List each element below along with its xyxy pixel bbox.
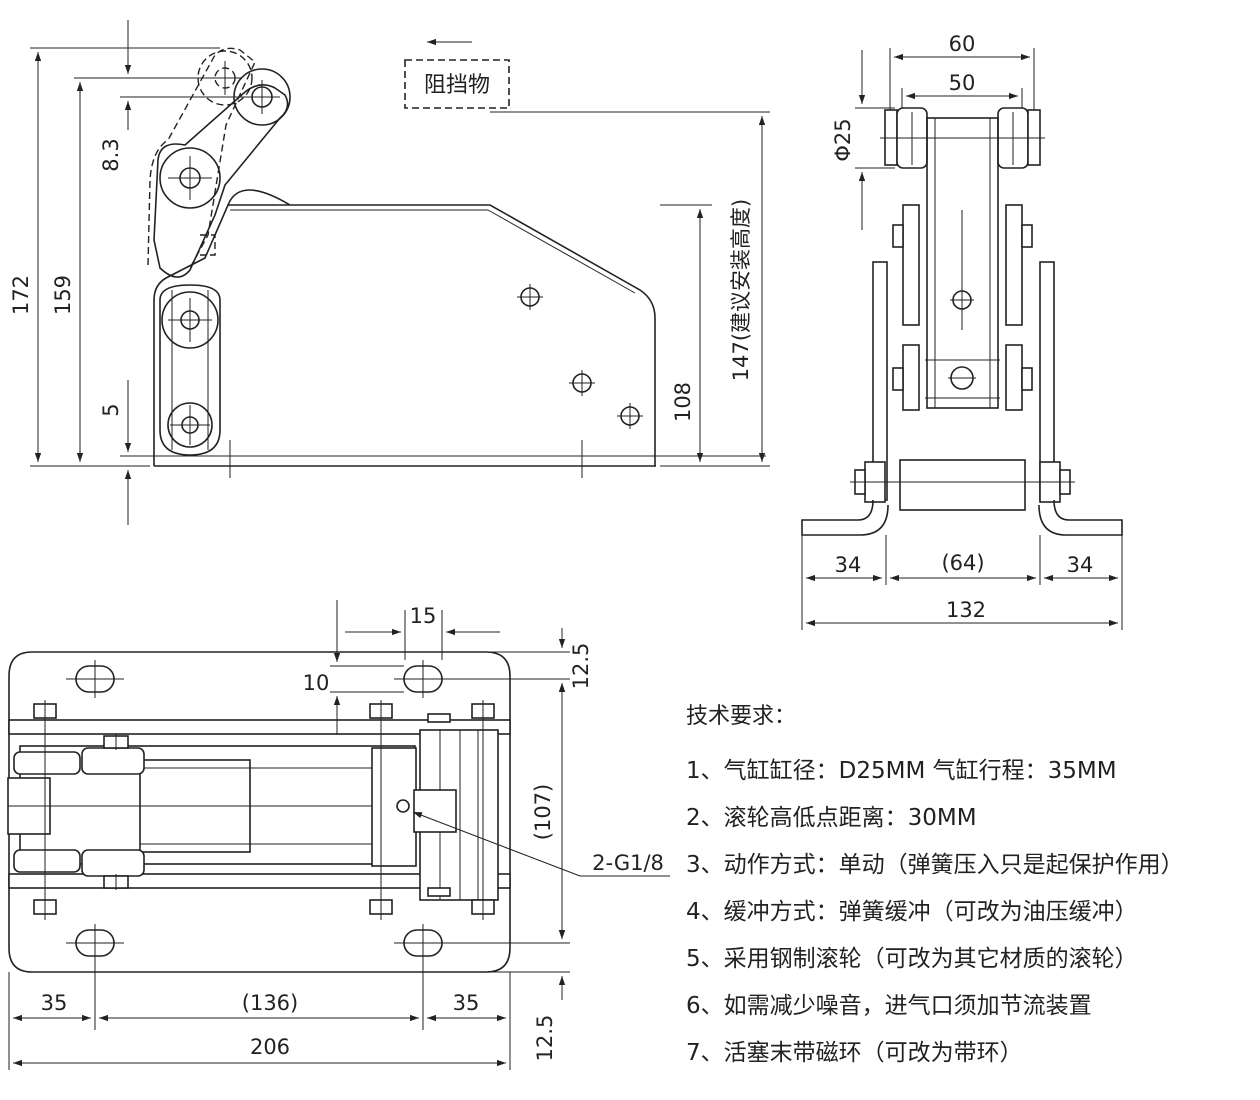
note-item: 3、动作方式：单动（弹簧压入只是起保护作用） — [686, 852, 1184, 878]
note-item: 1、气缸缸径：D25MM 气缸行程：35MM — [686, 758, 1117, 784]
notes-title: 技术要求： — [686, 704, 797, 729]
note-item: 6、如需减少噪音，进气口须加节流装置 — [686, 993, 1092, 1019]
dim-8-3: 8.3 — [99, 138, 123, 171]
dim-12-5-top: 12.5 — [569, 643, 593, 690]
obstacle-label: 阻挡物 — [424, 73, 490, 98]
dim-107: (107) — [531, 784, 555, 840]
dim-172: 172 — [9, 275, 33, 315]
dim-60: 60 — [949, 32, 976, 56]
dim-35-right: 35 — [453, 991, 480, 1015]
dim-15: 15 — [410, 604, 437, 628]
port-label: 2-G1/8 — [592, 851, 664, 875]
dim-132: 132 — [946, 598, 986, 622]
dim-64: (64) — [941, 551, 984, 575]
dim-159: 159 — [51, 275, 75, 315]
note-item: 5、采用钢制滚轮（可改为其它材质的滚轮） — [686, 946, 1138, 972]
note-item: 4、缓冲方式：弹簧缓冲（可改为油压缓冲） — [686, 899, 1138, 925]
dim-5: 5 — [99, 403, 123, 416]
dim-136: (136) — [242, 991, 298, 1015]
dim-35-left: 35 — [41, 991, 68, 1015]
dim-10: 10 — [303, 671, 330, 695]
dim-phi25: Φ25 — [831, 118, 855, 161]
front-view: 阻挡物 172 159 8.3 5 108 147(建议安装高度) — [9, 20, 770, 525]
dim-34-left: 34 — [835, 553, 862, 577]
dim-12-5-bottom: 12.5 — [533, 1015, 557, 1062]
dim-147-install-height: 147(建议安装高度) — [729, 199, 753, 381]
bolt-heads — [33, 700, 495, 920]
dim-206: 206 — [250, 1035, 290, 1059]
dim-108: 108 — [671, 382, 695, 422]
technical-requirements: 技术要求： 1、气缸缸径：D25MM 气缸行程：35MM 2、滚轮高低点距离：3… — [686, 700, 1258, 1077]
dim-50: 50 — [949, 71, 976, 95]
note-item: 7、活塞末带磁环（可改为带环） — [686, 1040, 1023, 1066]
side-view: 60 50 Φ25 — [801, 32, 1123, 630]
dim-34-right: 34 — [1067, 553, 1094, 577]
top-view: 2-G1/8 15 10 12.5 (107) 12.5 35 — [7, 600, 670, 1070]
note-item: 2、滚轮高低点距离：30MM — [686, 805, 977, 831]
